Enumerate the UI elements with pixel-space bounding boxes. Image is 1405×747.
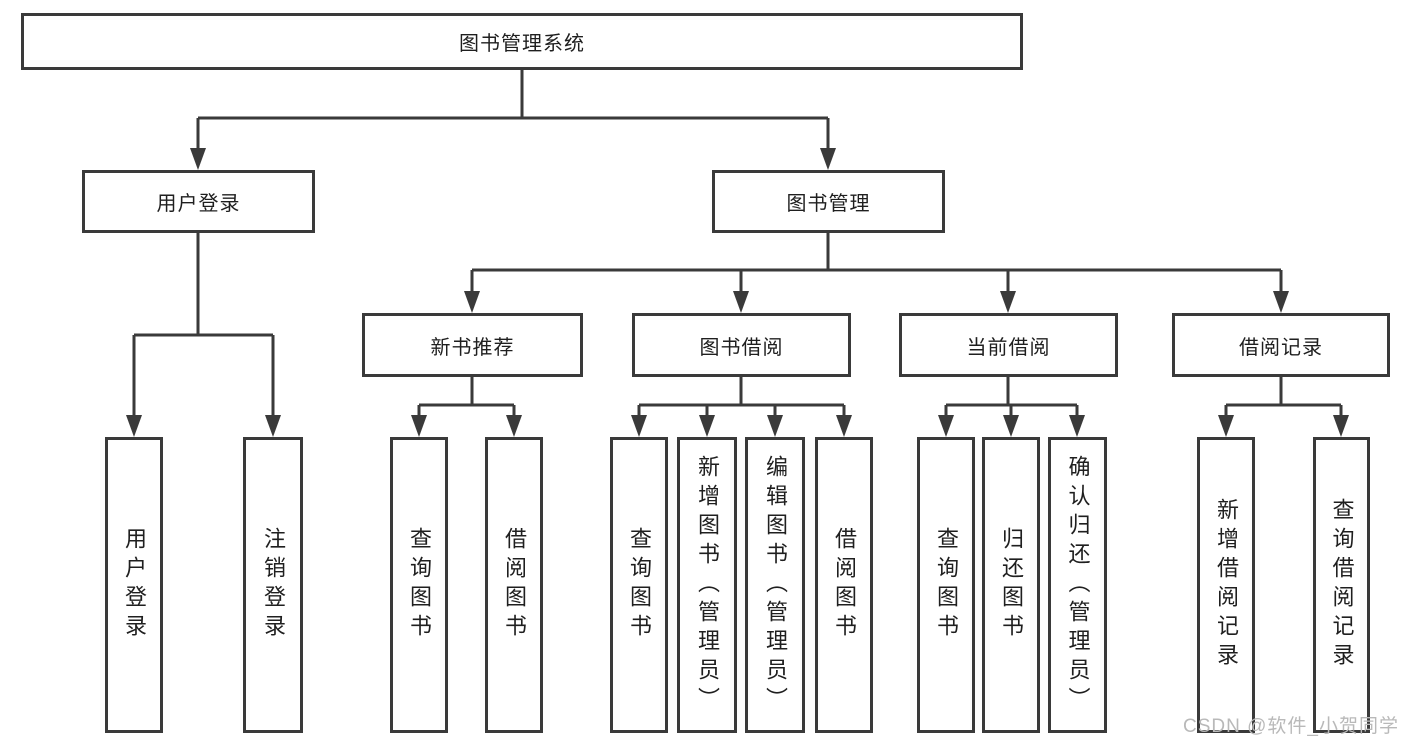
node-library-system: 图书管理系统 [21, 13, 1023, 70]
leaf-query-books-borrowing: 查询图书 [610, 437, 668, 733]
leaf-add-books-admin: 新增图书（管理员） [677, 437, 737, 733]
node-new-book-recommend: 新书推荐 [362, 313, 583, 377]
node-current-borrowing: 当前借阅 [899, 313, 1118, 377]
arrowhead-icons [126, 148, 1349, 437]
leaf-borrow-books: 借阅图书 [815, 437, 873, 733]
leaf-logout: 注销登录 [243, 437, 303, 733]
csdn-watermark: CSDN @软件_小贺同学 [1183, 716, 1399, 737]
node-borrowing-records: 借阅记录 [1172, 313, 1390, 377]
leaf-user-login: 用户登录 [105, 437, 163, 733]
leaf-query-books-recommend: 查询图书 [390, 437, 448, 733]
leaf-confirm-return-admin: 确认归还（管理员） [1048, 437, 1107, 733]
leaf-return-books: 归还图书 [982, 437, 1040, 733]
leaf-query-borrow-record: 查询借阅记录 [1313, 437, 1370, 733]
leaf-add-borrow-record: 新增借阅记录 [1197, 437, 1255, 733]
leaf-query-books-current: 查询图书 [917, 437, 975, 733]
node-user-login: 用户登录 [82, 170, 315, 233]
leaf-edit-books-admin: 编辑图书（管理员） [745, 437, 805, 733]
node-book-borrowing: 图书借阅 [632, 313, 851, 377]
leaf-borrow-books-recommend: 借阅图书 [485, 437, 543, 733]
node-book-management: 图书管理 [712, 170, 945, 233]
